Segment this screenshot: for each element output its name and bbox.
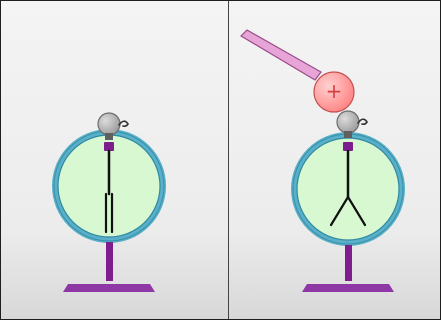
left-stand-column	[106, 242, 113, 281]
right-panel: +	[229, 1, 440, 319]
left-knob-neck	[105, 133, 113, 140]
left-electroscope-scene	[1, 1, 228, 319]
right-electroscope-scene: +	[229, 1, 440, 319]
right-stand-column	[345, 245, 352, 281]
right-top-clamp	[343, 142, 353, 151]
left-top-clamp	[104, 142, 114, 151]
left-base	[63, 284, 155, 292]
right-knob	[337, 111, 359, 133]
right-base	[302, 284, 394, 292]
left-knob	[98, 113, 120, 135]
right-knob-neck	[344, 131, 352, 138]
positive-charge-symbol: +	[326, 79, 343, 103]
left-panel	[1, 1, 228, 319]
